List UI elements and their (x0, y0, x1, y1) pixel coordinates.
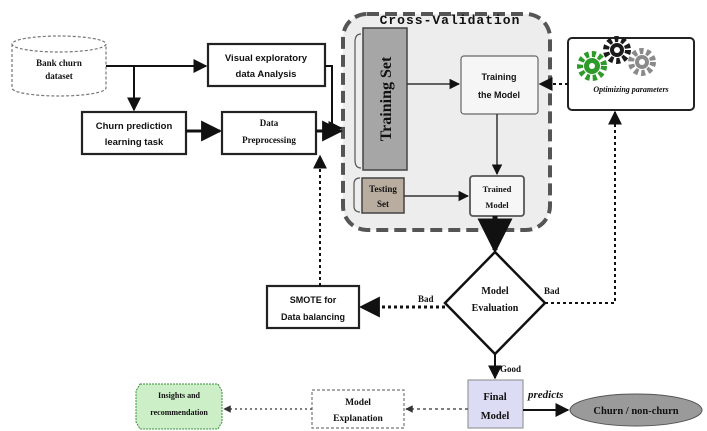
bad-label-right: Bad (544, 286, 560, 296)
churn-task-box (80, 110, 188, 156)
model-explanation-line2: Explanation (333, 414, 383, 424)
training-set-brace (354, 33, 362, 169)
optimizing-group: Optimizing parameters (567, 36, 695, 111)
model-explanation-line1: Model (345, 398, 371, 408)
predicts-label: predicts (527, 389, 563, 401)
churn-task-line1: Churn prediction (96, 121, 173, 132)
optimizing-label: Optimizing parameters (593, 85, 668, 94)
churn-task-line2: learning task (105, 137, 164, 148)
training-set-box (362, 27, 408, 171)
bad-label-left: Bad (418, 294, 434, 304)
visual-eda-line2: data Analysis (236, 69, 297, 80)
insights-line2: recommendation (150, 408, 208, 417)
gear-gray-icon (628, 48, 656, 76)
smote-line2: Data balancing (281, 312, 345, 322)
testing-set-brace (353, 177, 361, 213)
final-model-box (467, 379, 524, 429)
insights-line1: Insights and (158, 391, 201, 400)
good-label: Good (500, 364, 521, 374)
final-model-line2: Model (481, 411, 510, 422)
edge-eda-cv (325, 65, 343, 135)
preprocessing-line1: Data (260, 118, 279, 128)
insights-box (135, 383, 223, 430)
training-model-line1: Training (481, 72, 516, 82)
testing-set-box (361, 177, 405, 214)
preprocessing-line2: Preprocessing (242, 135, 296, 145)
churn-output-label: Churn / non-churn (593, 406, 678, 417)
visual-eda-box (206, 42, 327, 88)
trained-model-line1: Trained (483, 184, 512, 194)
final-model-line1: Final (483, 392, 506, 403)
cross-validation-label: Cross-Validation (380, 13, 521, 28)
visual-eda-line1: Visual exploratory (225, 53, 308, 64)
trained-model-box (469, 175, 525, 217)
testing-set-line2: Set (377, 199, 389, 209)
model-explanation-box (311, 389, 405, 429)
model-evaluation-line2: Evaluation (472, 303, 519, 314)
training-set-label: Training Set (378, 56, 395, 141)
edge-evaluation-optimizing (545, 110, 622, 304)
gear-green-icon (577, 51, 607, 81)
trained-model-line2: Model (485, 200, 509, 210)
training-model-box (460, 55, 539, 115)
testing-set-line1: Testing (369, 184, 397, 194)
training-model-line2: the Model (478, 90, 520, 100)
smote-line1: SMOTE for (290, 295, 337, 305)
gear-dark-icon (603, 36, 631, 64)
optimizing-box (567, 37, 695, 111)
model-evaluation-line1: Model (481, 286, 508, 297)
churn-output-ellipse (569, 393, 703, 427)
